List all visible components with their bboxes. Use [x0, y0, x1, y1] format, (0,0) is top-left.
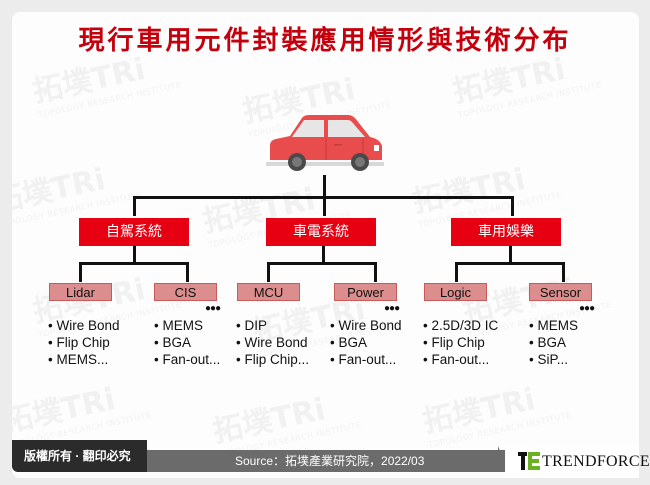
footer-source-bar — [140, 450, 510, 472]
connector-line — [509, 246, 512, 264]
list-item: 2.5D/3D IC — [423, 317, 498, 334]
footer-slant — [498, 446, 508, 472]
connector-line — [133, 246, 136, 264]
list-item: SiP... — [529, 351, 578, 368]
sub-box-logic: Logic — [424, 283, 487, 301]
tech-list-cis: MEMS BGA Fan-out... — [154, 317, 220, 368]
more-indicator: ●●● — [384, 303, 400, 314]
connector-line — [79, 262, 82, 282]
more-indicator: ●●● — [579, 303, 595, 314]
tech-list-lidar: Wire Bond Flip Chip MEMS... — [48, 317, 120, 368]
connector-line — [79, 262, 189, 265]
connector-line — [455, 262, 565, 265]
connector-line — [133, 196, 136, 216]
connector-line — [323, 175, 326, 198]
list-item: Wire Bond — [236, 334, 309, 351]
list-item: BGA — [529, 334, 578, 351]
source-text: Source：拓墣產業研究院，2022/03 — [235, 454, 425, 468]
list-item: Flip Chip... — [236, 351, 309, 368]
list-item: Fan-out... — [330, 351, 402, 368]
list-item: Flip Chip — [423, 334, 498, 351]
connector-line — [455, 262, 458, 282]
copyright-label: 版權所有 · 翻印必究 — [12, 440, 147, 472]
list-item: Fan-out... — [423, 351, 498, 368]
connector-line — [562, 262, 565, 282]
list-item: MEMS — [154, 317, 220, 334]
brand-name: TRENDFORCE — [542, 453, 650, 470]
connector-line — [374, 262, 377, 282]
sub-box-lidar: Lidar — [49, 283, 112, 301]
page-title: 現行車用元件封裝應用情形與技術分布 — [78, 26, 572, 56]
list-item: MEMS... — [48, 351, 120, 368]
list-item: Fan-out... — [154, 351, 220, 368]
tech-list-mcu: DIP Wire Bond Flip Chip... — [236, 317, 309, 368]
connector-line — [511, 196, 514, 216]
sub-box-mcu: MCU — [237, 283, 300, 301]
list-item: Wire Bond — [330, 317, 401, 334]
list-item: Wire Bond — [48, 317, 119, 334]
sub-box-sensor: Sensor — [529, 283, 592, 301]
brand-area — [505, 446, 639, 478]
tech-list-sensor: MEMS BGA SiP... — [529, 317, 578, 368]
trendforce-logo-icon — [518, 452, 540, 470]
connector-line — [267, 262, 377, 265]
list-item: Flip Chip — [48, 334, 120, 351]
more-indicator: ●●● — [205, 303, 221, 314]
system-box-autonomous: 自駕系統 — [79, 218, 189, 246]
connector-line — [322, 246, 325, 264]
connector-line — [323, 196, 326, 216]
system-box-infotainment: 車用娛樂 — [451, 218, 561, 246]
tech-list-logic: 2.5D/3D IC Flip Chip Fan-out... — [423, 317, 498, 368]
sub-box-power: Power — [334, 283, 397, 301]
system-box-vehicle-electronics: 車電系統 — [266, 218, 376, 246]
list-item: MEMS — [529, 317, 578, 334]
list-item: BGA — [330, 334, 402, 351]
sub-box-cis: CIS — [154, 283, 217, 301]
list-item: BGA — [154, 334, 220, 351]
list-item: DIP — [236, 317, 309, 334]
footer-slant — [135, 440, 147, 472]
red-car-icon — [266, 115, 384, 171]
tech-list-power: Wire Bond BGA Fan-out... — [330, 317, 402, 368]
connector-line — [267, 262, 270, 282]
connector-line — [186, 262, 189, 282]
